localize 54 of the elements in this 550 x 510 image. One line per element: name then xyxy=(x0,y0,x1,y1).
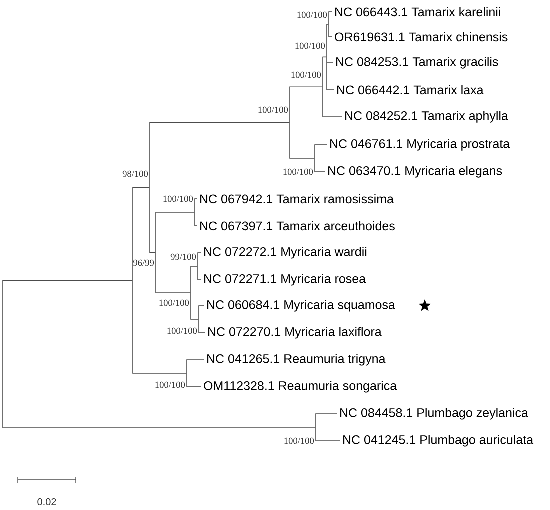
taxon-label: OM112328.1 Reaumuria songarica xyxy=(204,381,398,393)
tree-branch xyxy=(326,62,334,64)
taxon-label: OR619631.1 Tamarix chinensis xyxy=(335,32,508,42)
taxon-label: NC 072270.1 Myricaria laxiflora xyxy=(208,327,382,339)
support-value: 100/100 xyxy=(258,106,288,114)
tree-branch xyxy=(190,266,198,267)
tree-branch xyxy=(198,252,202,254)
tree-branch xyxy=(156,292,191,294)
taxon-label: NC 060684.1 Myricaria squamosa xyxy=(208,300,396,312)
support-value: 98/100 xyxy=(122,170,148,178)
tree-branch xyxy=(194,198,198,200)
support-value: 100/100 xyxy=(160,300,190,306)
tree-branch xyxy=(316,440,340,442)
taxon-label: NC 072271.1 Myricaria rosea xyxy=(204,274,366,286)
taxon-label: NC 067942.1 Tamarix ramosissima xyxy=(200,194,394,204)
taxon-label: NC 067397.1 Tamarix arceuthoides xyxy=(200,221,395,231)
tree-branch xyxy=(150,252,156,254)
taxon-label: NC 066443.1 Tamarix karelinii xyxy=(336,7,500,17)
tree-branch xyxy=(314,144,328,146)
taxon-label: NC 084252.1 Tamarix aphylla xyxy=(346,111,508,123)
tree-branch xyxy=(290,86,323,88)
taxon-label: NC 041245.1 Plumbago auriculata xyxy=(344,435,534,447)
tree-branch xyxy=(198,332,206,334)
taxon-label: NC 063470.1 Myricaria elegans xyxy=(328,166,502,178)
tree-branch xyxy=(2,427,316,428)
tree-branch xyxy=(326,24,329,25)
support-value: 100/100 xyxy=(168,328,198,334)
taxon-label: NC 084458.1 Plumbago zeylanica xyxy=(340,408,528,420)
taxon-label: NC 084253.1 Tamarix gracilis xyxy=(336,57,498,69)
support-value: 100/100 xyxy=(156,382,186,388)
taxon-label: NC 046761.1 Myricaria prostrata xyxy=(330,139,510,151)
support-value: 100/100 xyxy=(164,196,194,202)
support-value: 100/100 xyxy=(284,438,314,444)
tree-branch xyxy=(190,319,199,320)
support-value: 100/100 xyxy=(292,72,322,78)
tree-branch xyxy=(322,56,327,58)
support-value: 100/100 xyxy=(284,168,314,176)
support-value: 96/99 xyxy=(134,260,154,266)
taxon-label: NC 066442.1 Tamarix laxa xyxy=(338,85,484,95)
tree-branch xyxy=(150,122,290,124)
support-value: 99/100 xyxy=(170,254,196,260)
tree-branch xyxy=(156,212,195,213)
tree-branch xyxy=(290,158,315,159)
tree-branch xyxy=(186,386,202,388)
taxon-label: NC 072272.1 Myricaria wardii xyxy=(204,247,367,259)
support-value: 100/100 xyxy=(298,12,328,18)
tree-branch xyxy=(2,280,133,281)
tree-branch xyxy=(322,116,342,118)
support-value: 100/100 xyxy=(296,42,326,50)
tree-branch xyxy=(132,187,150,188)
taxon-label: NC 041265.1 Reaumuria trigyna xyxy=(208,354,386,366)
scale-value: 0.02 xyxy=(38,498,56,506)
tree-branch xyxy=(328,36,332,38)
tree-branch xyxy=(132,373,187,374)
